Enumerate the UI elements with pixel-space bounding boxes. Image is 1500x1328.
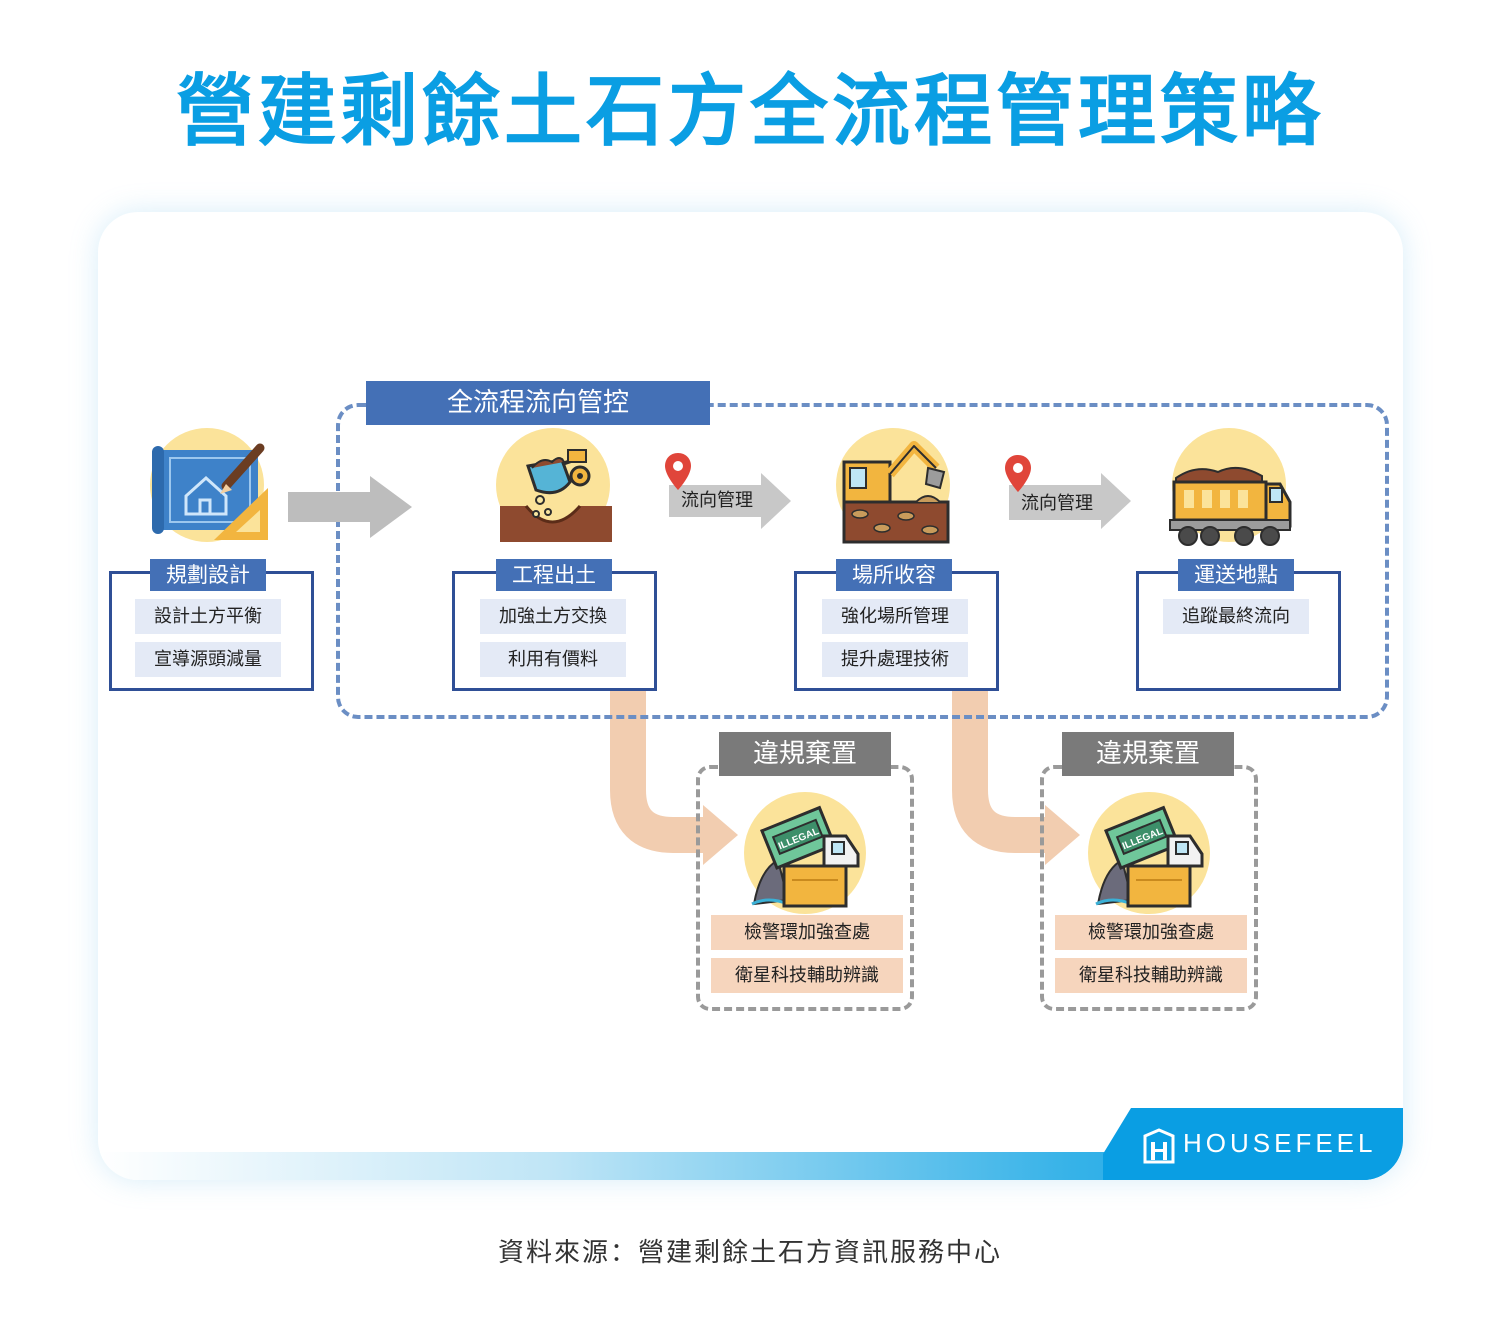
illegal-flow-arrow-1 — [610, 690, 706, 853]
node-storage-label: 場所收容 — [836, 559, 952, 591]
illegal-2-tag-1: 檢警環加強查處 — [1055, 915, 1247, 950]
location-pin-icon — [665, 453, 691, 490]
node-planning-label: 規劃設計 — [150, 559, 266, 591]
node-planning-tag-1: 設計土方平衡 — [135, 599, 281, 634]
illegal-2-tag-2: 衛星科技輔助辨識 — [1055, 958, 1247, 993]
brand-name: HOUSEFEEL — [1183, 1128, 1377, 1158]
node-excavation-tag-1: 加強土方交換 — [480, 599, 626, 634]
illegal-flow-arrowhead-2 — [1045, 805, 1080, 865]
node-excavation-tag-2: 利用有價料 — [480, 642, 626, 677]
node-planning-tag-2: 宣導源頭減量 — [135, 642, 281, 677]
page-title: 營建剩餘土石方全流程管理策略 — [175, 67, 1324, 157]
gray-arrow-icon — [288, 476, 412, 538]
illegal-flow-arrow-2 — [952, 690, 1048, 853]
illegal-dumping-icon: ILLEGAL — [1095, 805, 1204, 908]
node-storage-tag-1: 強化場所管理 — [822, 599, 968, 634]
illegal-flow-arrowhead-1 — [703, 805, 738, 865]
illegal-dumping-icon: ILLEGAL — [751, 805, 860, 908]
full-process-header: 全流程流向管控 — [366, 381, 710, 425]
excavation-icon — [500, 449, 612, 542]
node-transport-label: 運送地點 — [1178, 559, 1294, 591]
illegal-label-1: 違規棄置 — [719, 732, 891, 776]
diagram-card: HOUSEFEEL — [98, 212, 1403, 1180]
housefeel-logo-icon — [1143, 1128, 1175, 1164]
full-process-frame — [336, 403, 1389, 719]
illegal-1-tag-1: 檢警環加強查處 — [711, 915, 903, 950]
node-excavation-label: 工程出土 — [496, 559, 612, 591]
dump-truck-icon — [1169, 466, 1292, 546]
illegal-label-2: 違規棄置 — [1062, 732, 1234, 776]
excavator-icon — [842, 441, 950, 544]
brand-banner: HOUSEFEEL — [1103, 1108, 1403, 1180]
source-note: 資料來源：營建剩餘土石方資訊服務中心 — [497, 1238, 1002, 1268]
flow-label-1: 流向管理 — [669, 485, 764, 517]
blueprint-icon — [152, 443, 268, 540]
location-pin-icon — [1005, 455, 1031, 492]
node-storage-tag-2: 提升處理技術 — [822, 642, 968, 677]
flow-label-2: 流向管理 — [1009, 488, 1104, 520]
illegal-1-tag-2: 衛星科技輔助辨識 — [711, 958, 903, 993]
node-transport-tag-1: 追蹤最終流向 — [1163, 599, 1309, 634]
